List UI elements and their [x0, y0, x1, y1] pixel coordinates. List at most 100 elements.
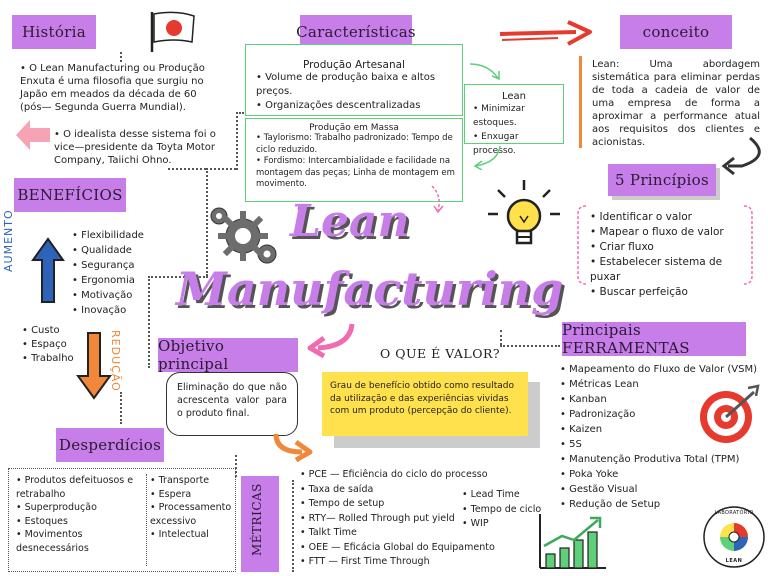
- pink-bracket-left: [577, 205, 587, 285]
- lean-box: Lean Minimizar estoques. Enxugar process…: [464, 84, 564, 156]
- list-item: Gestão Visual: [560, 482, 760, 497]
- metricas-header-box: [241, 476, 279, 572]
- list-item: Ergonomia: [72, 273, 172, 288]
- metricas-header: MÉTRICAS: [250, 483, 264, 556]
- list-item: Intelectual: [150, 528, 234, 542]
- principios-list: Identificar o valor Mapear o fluxo de va…: [590, 210, 745, 300]
- metricas-col2: Lead Time Tempo de ciclo WIP: [462, 488, 546, 532]
- conceito-header: conceito: [620, 15, 732, 49]
- logo-top-text: LABORATÓRIO: [714, 510, 754, 516]
- list-item: 5S: [560, 437, 760, 452]
- objetivo-header: Objetivo principal: [158, 337, 298, 373]
- list-item: Identificar o valor: [590, 210, 745, 225]
- objetivo-box: Eliminação do que não acrescenta valor p…: [166, 372, 298, 436]
- desperdicios-col2: Transporte Espera Processamento excessiv…: [150, 474, 234, 542]
- list-item: Volume de produção baixa e altos preços.: [256, 71, 462, 99]
- historia-text-1: • O Lean Manufacturing ou Produção Enxut…: [20, 63, 205, 113]
- list-item: Kaizen: [560, 422, 760, 437]
- list-item: Poka Yoke: [560, 467, 760, 482]
- metricas-col1: PCE — Eficiência do ciclo do processo Ta…: [300, 468, 500, 570]
- list-item: PCE — Eficiência do ciclo do processo: [300, 468, 500, 483]
- list-item: WIP: [462, 517, 546, 532]
- list-item: Qualidade: [72, 243, 172, 258]
- curved-arrow-icon: [721, 136, 761, 176]
- desperdicios-col1: Produtos defeituosos e retrabalho Superp…: [16, 474, 140, 555]
- artesanal-title: Produção Artesanal: [303, 59, 405, 71]
- japan-flag-icon: [150, 11, 195, 52]
- gears-icon: [210, 207, 277, 264]
- historia-bullet-1: •: [20, 63, 30, 74]
- logo-bottom-text: LEAN: [725, 558, 743, 564]
- reducao-label: REDUÇÃO: [109, 330, 122, 392]
- list-item: Flexibilidade: [72, 228, 172, 243]
- lean-list: Minimizar estoques. Enxugar processo.: [465, 102, 563, 158]
- list-item: Tempo de ciclo: [462, 503, 546, 518]
- desperdicios-header: Desperdícios: [56, 428, 164, 462]
- laboratorio-lean-logo: [703, 506, 765, 568]
- list-item: Superprodução: [16, 501, 140, 515]
- orange-arrow-icon: [273, 433, 313, 462]
- beneficios-header: BENEFÍCIOS: [14, 178, 126, 212]
- artesanal-box: Produção Artesanal Volume de produção ba…: [245, 44, 463, 116]
- list-item: Taylorismo: Trabalho padronizado: Tempo …: [256, 133, 456, 156]
- red-arrow-icon: [499, 20, 592, 46]
- aumento-list: Flexibilidade Qualidade Segurança Ergono…: [72, 228, 172, 318]
- list-item: Buscar perfeição: [590, 285, 745, 300]
- massa-title: Produção em Massa: [309, 123, 399, 133]
- conceito-bar: [579, 56, 582, 148]
- list-item: Estabelecer sistema de puxar: [590, 255, 745, 285]
- blue-up-arrow-icon: [31, 237, 65, 303]
- artesanal-list: Volume de produção baixa e altos preços.…: [246, 71, 462, 113]
- list-item: Processamento excessivo: [150, 501, 234, 528]
- list-item: Mapear o fluxo de valor: [590, 225, 745, 240]
- target-icon: [700, 384, 760, 443]
- caracteristicas-header: Características: [296, 15, 416, 49]
- massa-box: Produção em Massa Taylorismo: Trabalho p…: [245, 118, 463, 202]
- lean-title: Lean: [501, 91, 526, 102]
- list-item: Métricas Lean: [560, 377, 760, 392]
- list-item: Produtos defeituosos e retrabalho: [16, 474, 140, 501]
- list-item: Movimentos desnecessários: [16, 528, 140, 555]
- aumento-label: AUMENTO: [2, 209, 15, 272]
- list-item: Padronização: [560, 407, 760, 422]
- conceito-text: Lean: Uma abordagem sistemática para eli…: [592, 59, 760, 148]
- list-item: OEE — Eficácia Global do Equipamento: [300, 541, 500, 556]
- valor-question: O QUE É VALOR?: [380, 346, 501, 361]
- list-item: Segurança: [72, 258, 172, 273]
- pink-arrow-icon: [16, 120, 50, 150]
- list-item: Custo: [22, 324, 92, 338]
- list-item: FTT — First Time Through: [300, 555, 500, 570]
- historia-header: História: [12, 15, 96, 49]
- lightbulb-icon: [488, 180, 560, 245]
- list-item: Organizações descentralizadas: [256, 99, 462, 113]
- list-item: Espera: [150, 488, 234, 502]
- title-lean: Lean: [290, 196, 410, 247]
- historia-text-2: • O idealista desse sistema foi o vice—p…: [54, 129, 216, 166]
- pink-arrow-icon: [307, 323, 355, 358]
- desperdicios-box: [8, 468, 236, 572]
- valor-box: Grau de benefício obtido como resultado …: [322, 372, 528, 436]
- list-item: Motivação: [72, 288, 172, 303]
- principios-header: 5 Princípios: [608, 164, 716, 196]
- growth-chart-icon: [539, 514, 606, 569]
- list-item: Transporte: [150, 474, 234, 488]
- pink-arrow-icon: [431, 185, 444, 214]
- list-item: Talkt Time: [300, 526, 500, 541]
- list-item: Espaço: [22, 338, 92, 352]
- green-arrow-icon: [469, 63, 500, 81]
- list-item: Manutenção Produtiva Total (TPM): [560, 452, 760, 467]
- list-item: Estoques: [16, 515, 140, 529]
- ferramentas-list: Mapeamento do Fluxo de Valor (VSM) Métri…: [560, 362, 760, 512]
- list-item: Trabalho: [22, 352, 92, 366]
- list-item: Redução de Setup: [560, 497, 760, 512]
- title-manufacturing: Manufacturing: [176, 262, 564, 316]
- list-item: Minimizar estoques.: [473, 102, 563, 130]
- list-item: Fordismo: Intercambialidade e facilidade…: [256, 156, 456, 191]
- ferramentas-header: Principais FERRAMENTAS: [562, 321, 746, 357]
- list-item: Mapeamento do Fluxo de Valor (VSM): [560, 362, 760, 377]
- list-item: Kanban: [560, 392, 760, 407]
- massa-list: Taylorismo: Trabalho padronizado: Tempo …: [246, 133, 462, 191]
- desperdicios-divider: [146, 474, 147, 566]
- orange-down-arrow-icon: [76, 332, 112, 400]
- objetivo-text: Eliminação do que não acrescenta valor p…: [177, 382, 287, 419]
